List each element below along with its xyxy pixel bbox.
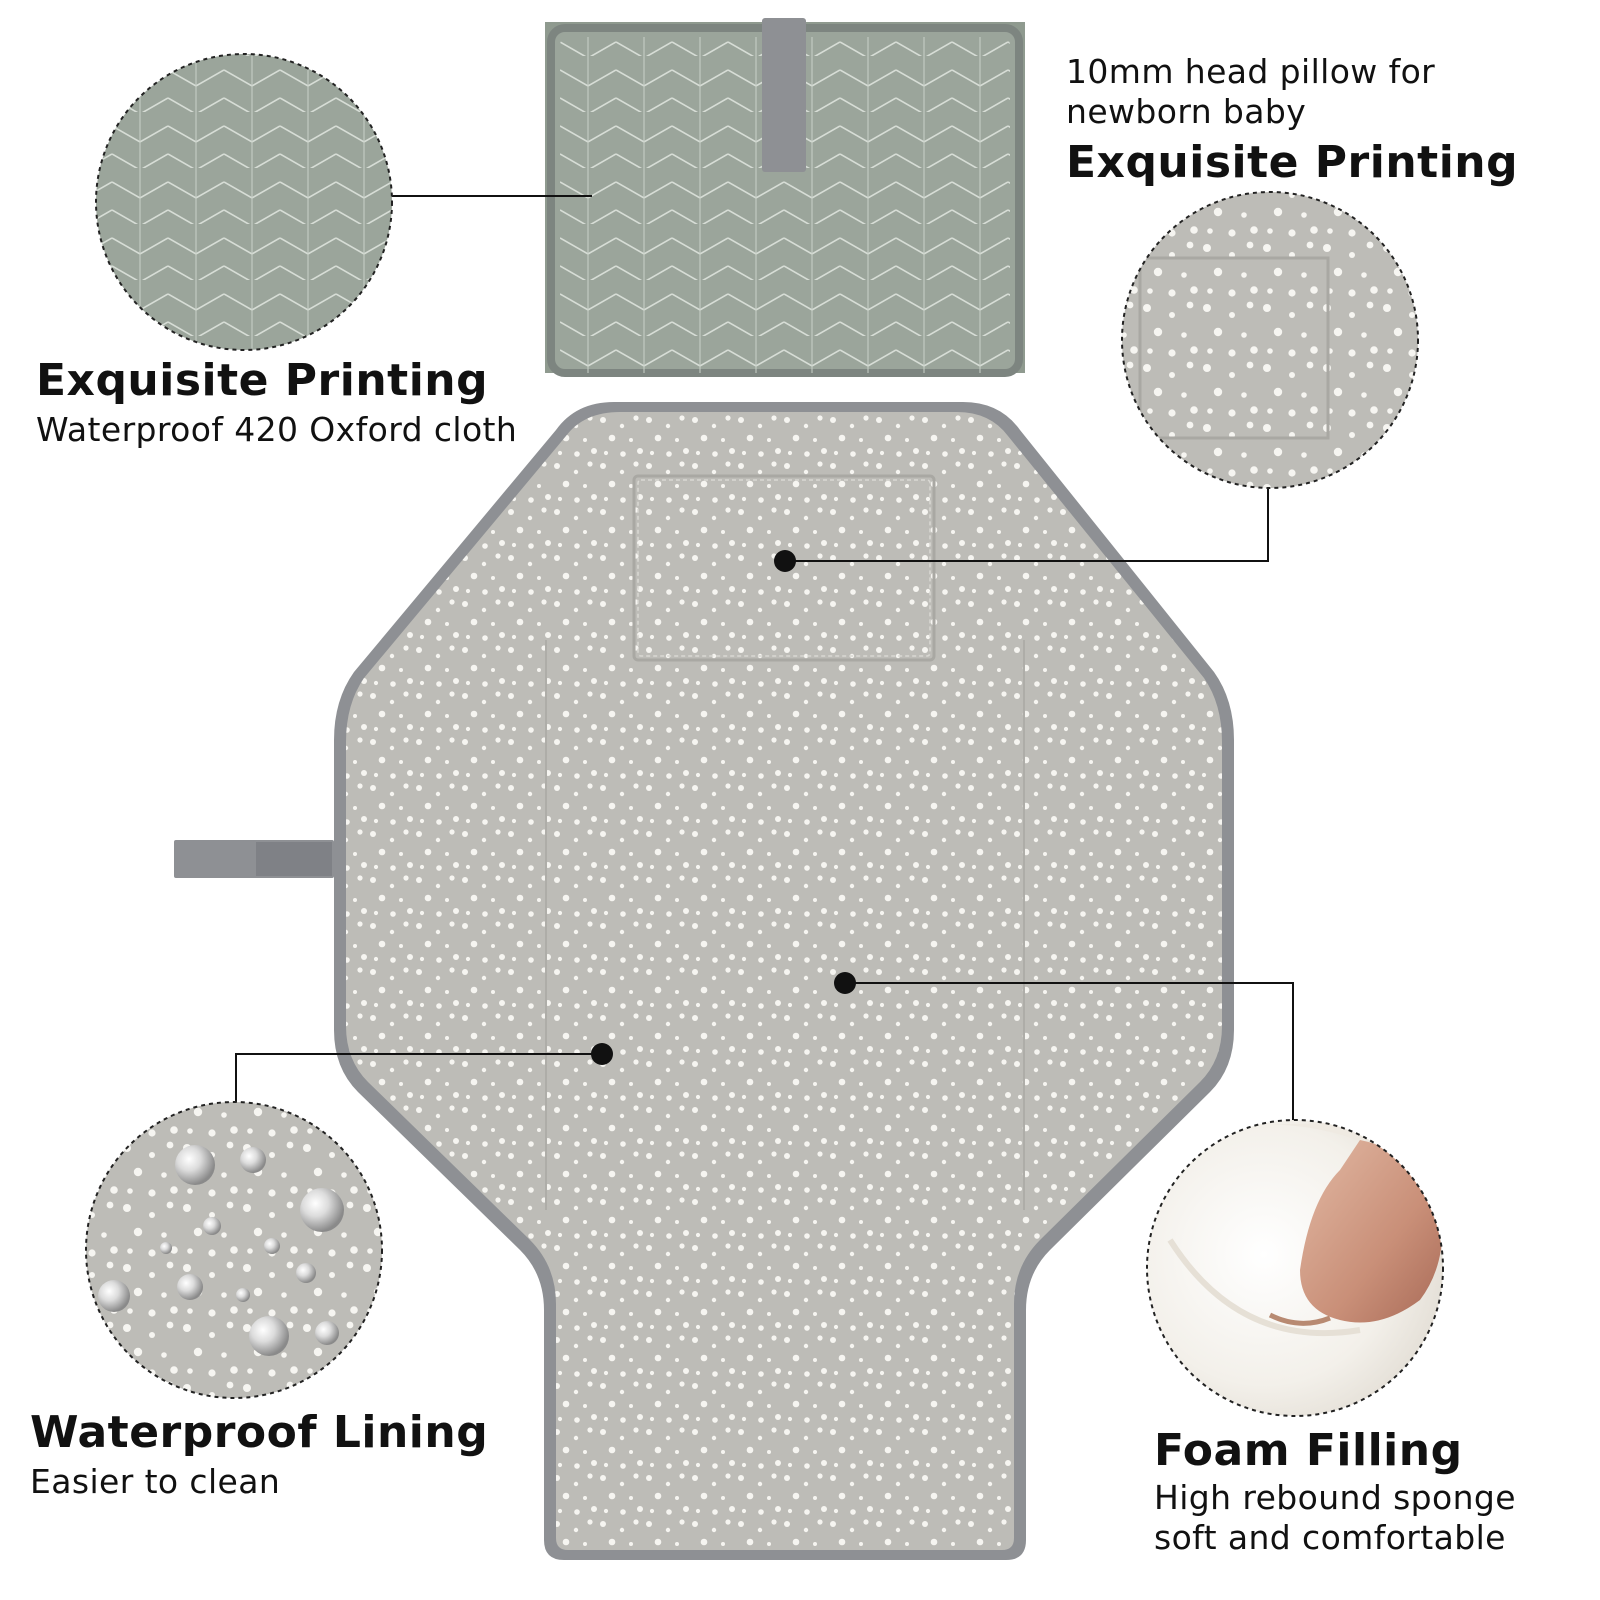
callout-top-right-line2: newborn baby <box>1066 92 1307 131</box>
foam-pressed-by-finger-photo-icon <box>1146 1119 1444 1417</box>
callout-bottom-left-title: Waterproof Lining <box>30 1407 489 1458</box>
callout-bottom-right-title: Foam Filling <box>1154 1425 1463 1476</box>
water-droplets-swatch-icon <box>85 1101 383 1399</box>
changing-pad <box>174 402 1234 1560</box>
callout-bottom-left-subtitle: Easier to clean <box>30 1462 281 1501</box>
polka-dot-swatch-icon <box>1121 191 1419 489</box>
marker-dot <box>774 550 796 572</box>
head-pillow <box>632 474 936 662</box>
callout-top-right-title: Exquisite Printing <box>1066 137 1519 188</box>
chevron-pattern-swatch-icon <box>95 53 393 351</box>
marker-dot <box>834 972 856 994</box>
callout-top-right-line1: 10mm head pillow for <box>1066 52 1436 91</box>
folded-cover <box>545 18 1025 377</box>
cover-strap <box>762 18 806 172</box>
callout-top-left-title: Exquisite Printing <box>36 355 489 406</box>
leader-lines <box>235 195 1294 1120</box>
marker-dot <box>591 1043 613 1065</box>
callout-bottom-right-line1: High rebound sponge <box>1154 1478 1516 1517</box>
callout-bottom-right-line2: soft and comfortable <box>1154 1518 1506 1557</box>
callout-top-left-subtitle: Waterproof 420 Oxford cloth <box>36 410 518 449</box>
